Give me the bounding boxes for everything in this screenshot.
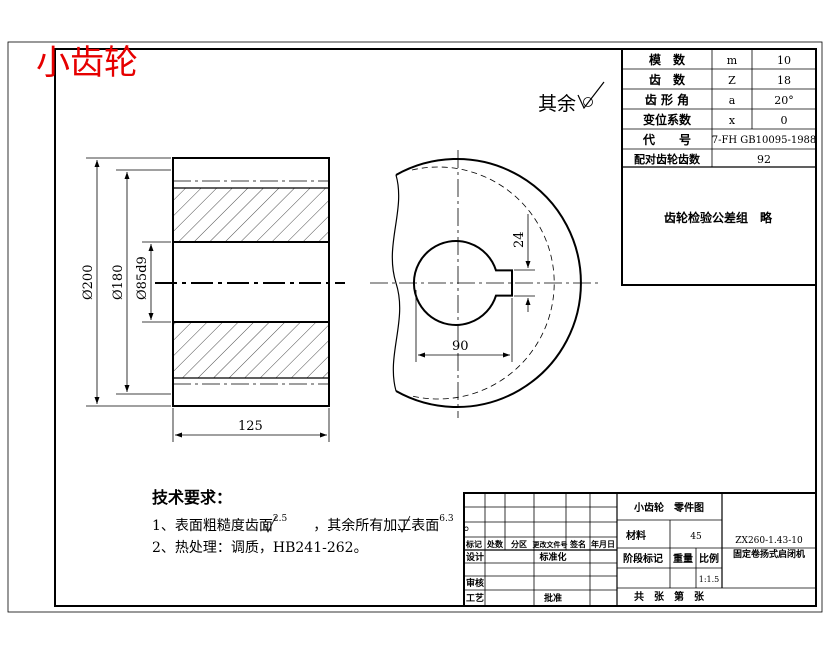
design-label: 设计 — [466, 551, 484, 563]
dim-d85: Ø85d9 — [135, 256, 150, 300]
param-name-module: 模 数 — [649, 52, 686, 67]
drawing-title: 小齿轮 — [36, 43, 138, 83]
param-table: 模 数 m 10 齿 数 Z 18 齿 形 角 a 20° 变位系数 x 0 代… — [621, 48, 817, 286]
param-name-angle: 齿 形 角 — [645, 92, 689, 107]
dim-bore: 90 — [452, 339, 469, 354]
mating-label: 配对齿轮齿数 — [634, 152, 701, 166]
param-val-angle: 20° — [774, 94, 794, 107]
outer-frame — [7, 41, 823, 613]
process-label: 工艺 — [466, 592, 484, 604]
roughness-symbol-icon — [577, 81, 605, 110]
param-val-shift: 0 — [781, 114, 788, 127]
param-sym-shift: x — [729, 114, 736, 127]
tolerance-note: 齿轮检验公差组 略 — [664, 210, 773, 225]
param-sym-teeth: Z — [728, 74, 736, 87]
dim-d180: Ø180 — [111, 265, 126, 300]
param-val-module: 10 — [777, 54, 791, 67]
bore-keyway — [413, 240, 513, 326]
standard-label: 标准化 — [538, 551, 566, 563]
product-name: 固定卷扬式启闭机 — [733, 548, 805, 560]
material-value: 45 — [690, 532, 702, 542]
part-name: 小齿轮 零件图 — [633, 501, 704, 514]
end-view: 24 90 — [370, 150, 600, 418]
param-sym-angle: a — [729, 94, 736, 107]
dim-key: 24 — [512, 231, 527, 248]
material-label: 材料 — [626, 529, 646, 542]
review-label: 审核 — [466, 577, 484, 589]
approve-label: 批准 — [544, 592, 562, 604]
mating-value: 92 — [757, 153, 771, 166]
param-sym-module: m — [727, 54, 738, 67]
surface-note: 其余 — [538, 93, 576, 115]
code-value: 7-FH GB10095-1988 — [712, 135, 817, 146]
roughness-mark-icon — [263, 515, 277, 533]
tech-line-1: 1、表面粗糙度齿面2.5，其余所有加工表面6.3。 — [152, 514, 478, 534]
scale-label: 比例 — [699, 552, 719, 565]
tech-heading: 技术要求： — [152, 488, 232, 507]
inner-border — [54, 48, 817, 607]
hatch-bottom — [173, 322, 329, 378]
section-view: Ø200 Ø180 Ø85d9 125 — [81, 157, 345, 442]
ra-value-1: 2.5 — [273, 514, 288, 524]
sheet-text: 共 张 第 张 — [634, 590, 705, 603]
param-name-shift: 变位系数 — [643, 112, 692, 127]
stage-label: 阶段标记 — [623, 552, 663, 565]
drawing-number: ZX260-1.43-10 — [735, 536, 803, 546]
param-val-teeth: 18 — [777, 74, 791, 87]
rev-header-zone: 分区 — [511, 539, 527, 549]
ra-value-2: 6.3 — [439, 514, 454, 524]
scale-value: 1:1.5 — [699, 575, 720, 584]
rev-header-mark: 标记 — [465, 539, 482, 549]
code-label: 代 号 — [642, 132, 691, 147]
dim-length: 125 — [238, 419, 263, 434]
title-block: 小齿轮 零件图 材料 45 ZX260-1.43-10 固定卷扬式启闭机 阶段标… — [463, 492, 817, 607]
roughness-mark-icon-2 — [397, 515, 411, 533]
dim-d200: Ø200 — [81, 265, 96, 300]
rev-header-count: 处数 — [486, 539, 504, 549]
rev-header-sign: 签名 — [569, 539, 586, 549]
rev-header-doc: 更改文件号 — [533, 540, 568, 549]
rev-header-date: 年月日 — [591, 539, 615, 549]
weight-label: 重量 — [673, 552, 693, 565]
tech-line-2: 2、热处理：调质，HB241-262。 — [152, 540, 368, 556]
tech-requirements: 技术要求： 1、表面粗糙度齿面2.5，其余所有加工表面6.3。 2、热处理：调质… — [152, 488, 478, 556]
hatch-top — [173, 188, 329, 242]
param-name-teeth: 齿 数 — [649, 72, 686, 87]
break-line — [391, 174, 401, 392]
